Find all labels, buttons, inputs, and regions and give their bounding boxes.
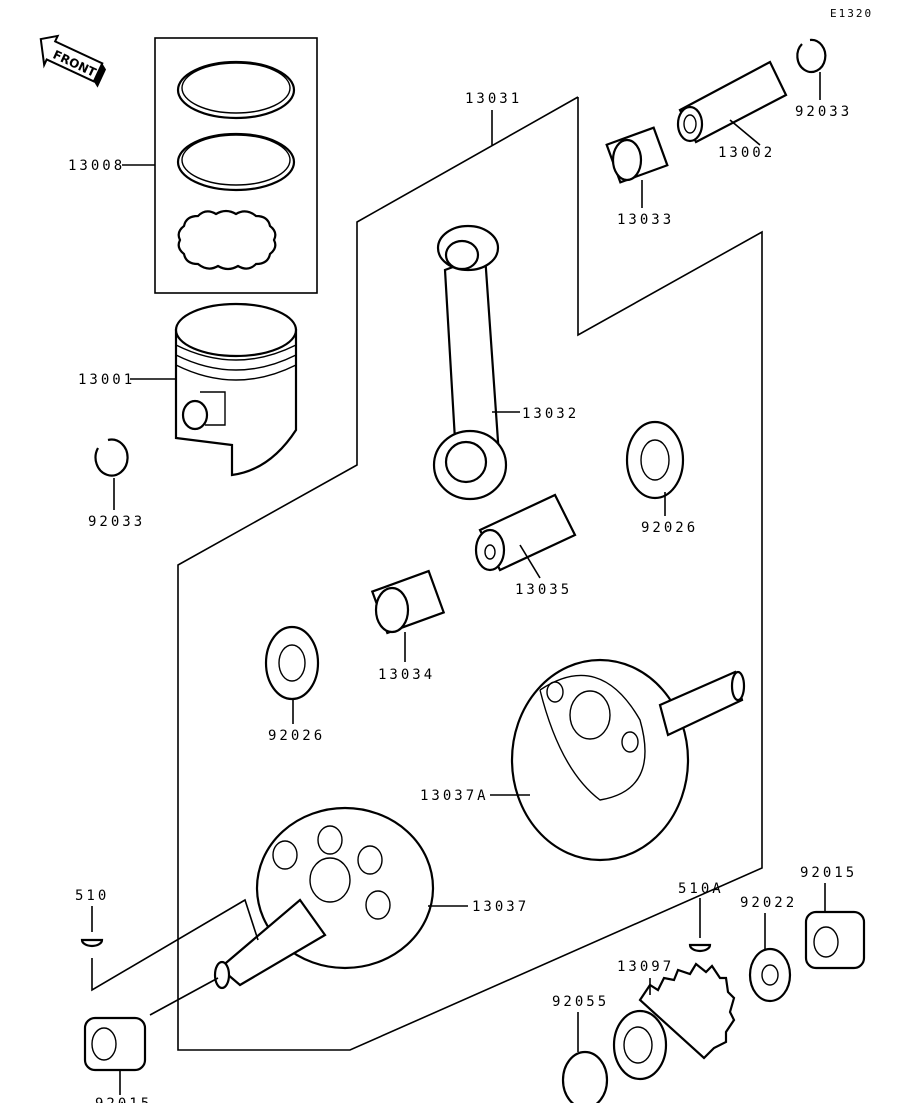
- crankshaft-left: [213, 806, 435, 990]
- piston: [174, 302, 298, 477]
- thrust-washer-right: [625, 420, 685, 500]
- part-label: 510A: [678, 881, 724, 897]
- part-label: 13008: [68, 158, 125, 174]
- circlip-right: [796, 38, 827, 74]
- nut-right: [804, 910, 866, 970]
- circlip-left: [94, 438, 129, 477]
- o-ring: [561, 1050, 609, 1103]
- part-label: 92022: [740, 895, 797, 911]
- part-label: 92026: [268, 728, 325, 744]
- crank-pin: [474, 493, 577, 572]
- part-label: 13001: [78, 372, 135, 388]
- part-label: 13032: [522, 406, 579, 422]
- piston-pin: [676, 60, 788, 144]
- part-label: 13002: [718, 145, 775, 161]
- woodruff-key-510: [80, 938, 104, 948]
- part-label: 13037A: [420, 788, 489, 804]
- connecting-rod: [432, 224, 508, 501]
- thrust-washer-left: [264, 625, 320, 701]
- assembly-outline: [177, 96, 763, 1051]
- crankshaft-right: [510, 658, 746, 862]
- part-label: 92026: [641, 520, 698, 536]
- part-label: 13031: [465, 91, 522, 107]
- front-arrow-icon: FRONT: [39, 34, 107, 88]
- part-label: 92055: [552, 994, 609, 1010]
- piston-rings: [176, 60, 296, 271]
- woodruff-key-510a: [688, 943, 712, 953]
- part-label: 13037: [472, 899, 529, 915]
- part-label: 92015: [800, 865, 857, 881]
- nut-left: [83, 1016, 147, 1072]
- part-label: 92033: [795, 104, 852, 120]
- figure-code: E1320: [830, 7, 873, 20]
- part-label: 13035: [515, 582, 572, 598]
- part-label: 92033: [88, 514, 145, 530]
- part-label: 510: [75, 888, 109, 904]
- washer-92022: [748, 947, 792, 1003]
- part-label: 92015: [95, 1096, 152, 1103]
- big-end-bearing: [370, 569, 446, 635]
- part-label: 13097: [617, 959, 674, 975]
- small-end-bearing: [605, 126, 669, 184]
- primary-gear: [612, 962, 736, 1081]
- part-label: 13034: [378, 667, 435, 683]
- part-label: 13033: [617, 212, 674, 228]
